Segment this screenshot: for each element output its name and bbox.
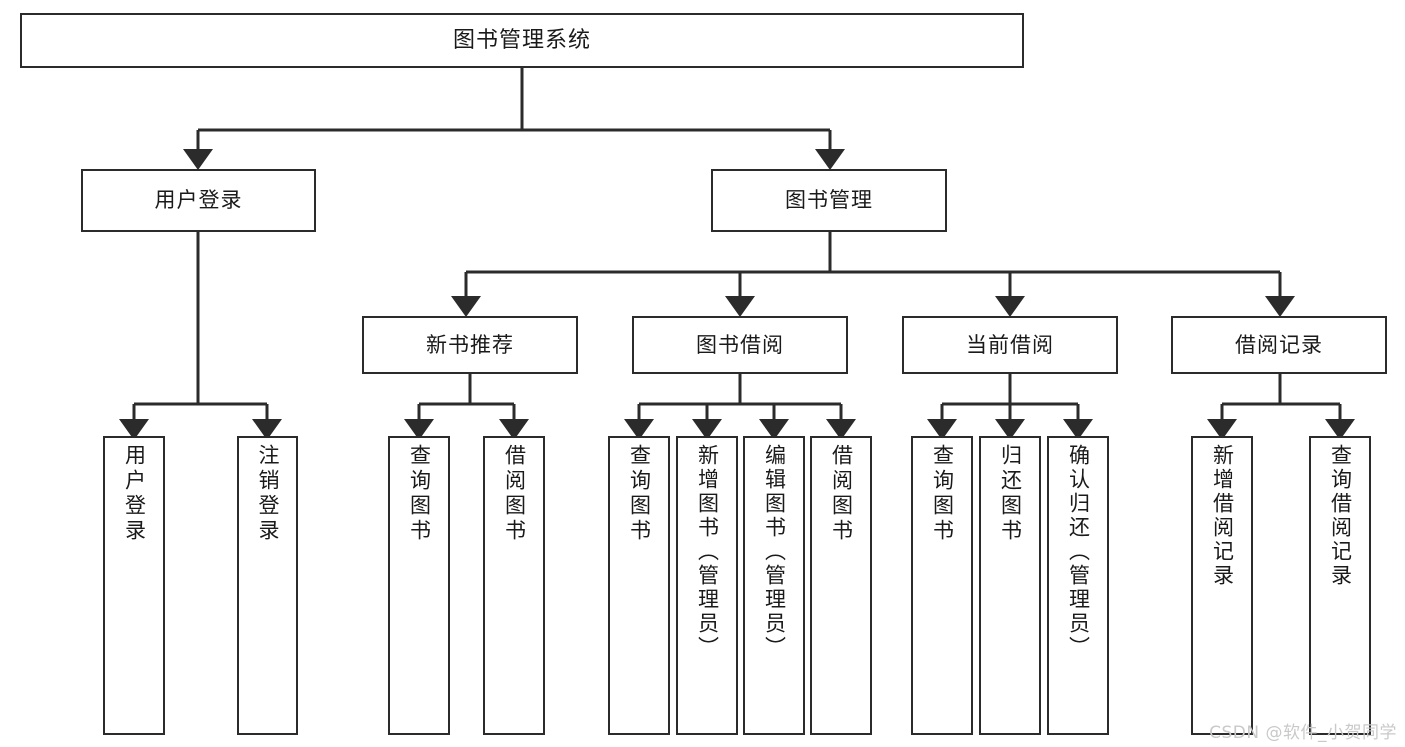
node-label: 用户登录 [122, 444, 147, 544]
node-label: 编辑图书（管理员） [762, 444, 787, 660]
node-label: 新增图书（管理员） [695, 444, 720, 660]
leaf-book-borrow-edit-book-admin[interactable]: 编辑图书（管理员） [743, 436, 805, 735]
node-label: 借阅图书 [502, 444, 527, 544]
node-current-borrow[interactable]: 当前借阅 [902, 316, 1118, 374]
leaf-book-borrow-borrow-book[interactable]: 借阅图书 [810, 436, 872, 735]
node-label: 新书推荐 [426, 332, 514, 357]
node-book-borrow[interactable]: 图书借阅 [632, 316, 848, 374]
node-borrow-record[interactable]: 借阅记录 [1171, 316, 1387, 374]
leaf-current-borrow-return-book[interactable]: 归还图书 [979, 436, 1041, 735]
node-label: 注销登录 [256, 444, 280, 544]
leaf-current-borrow-confirm-return-admin[interactable]: 确认归还（管理员） [1047, 436, 1109, 735]
node-label: 查询图书 [930, 444, 955, 544]
node-book-management[interactable]: 图书管理 [711, 169, 947, 232]
node-label: 确认归还（管理员） [1066, 444, 1091, 660]
node-label: 查询图书 [627, 444, 652, 544]
leaf-new-book-borrow-book[interactable]: 借阅图书 [483, 436, 545, 735]
node-user-login[interactable]: 用户登录 [81, 169, 316, 232]
leaf-new-book-query-book[interactable]: 查询图书 [388, 436, 450, 735]
leaf-user-login-logout[interactable]: 注销登录 [237, 436, 298, 735]
node-label: 当前借阅 [966, 332, 1054, 357]
node-label: 新增借阅记录 [1210, 444, 1235, 588]
node-label: 借阅记录 [1235, 332, 1323, 357]
node-root-system[interactable]: 图书管理系统 [20, 13, 1024, 68]
node-label: 借阅图书 [829, 444, 854, 544]
leaf-book-borrow-query-book[interactable]: 查询图书 [608, 436, 670, 735]
leaf-borrow-record-add-record[interactable]: 新增借阅记录 [1191, 436, 1253, 735]
node-label: 查询图书 [407, 444, 432, 544]
node-new-book-recommend[interactable]: 新书推荐 [362, 316, 578, 374]
node-label: 用户登录 [154, 188, 243, 213]
leaf-borrow-record-query-record[interactable]: 查询借阅记录 [1309, 436, 1371, 735]
leaf-current-borrow-query-book[interactable]: 查询图书 [911, 436, 973, 735]
node-label: 归还图书 [998, 444, 1023, 544]
node-label: 图书管理系统 [452, 27, 591, 53]
leaf-user-login-login[interactable]: 用户登录 [103, 436, 165, 735]
node-label: 查询借阅记录 [1328, 444, 1353, 588]
leaf-book-borrow-add-book-admin[interactable]: 新增图书（管理员） [676, 436, 738, 735]
csdn-watermark: CSDN @软件_小贺同学 [1209, 723, 1397, 743]
node-label: 图书借阅 [696, 332, 784, 357]
node-label: 图书管理 [785, 188, 873, 213]
